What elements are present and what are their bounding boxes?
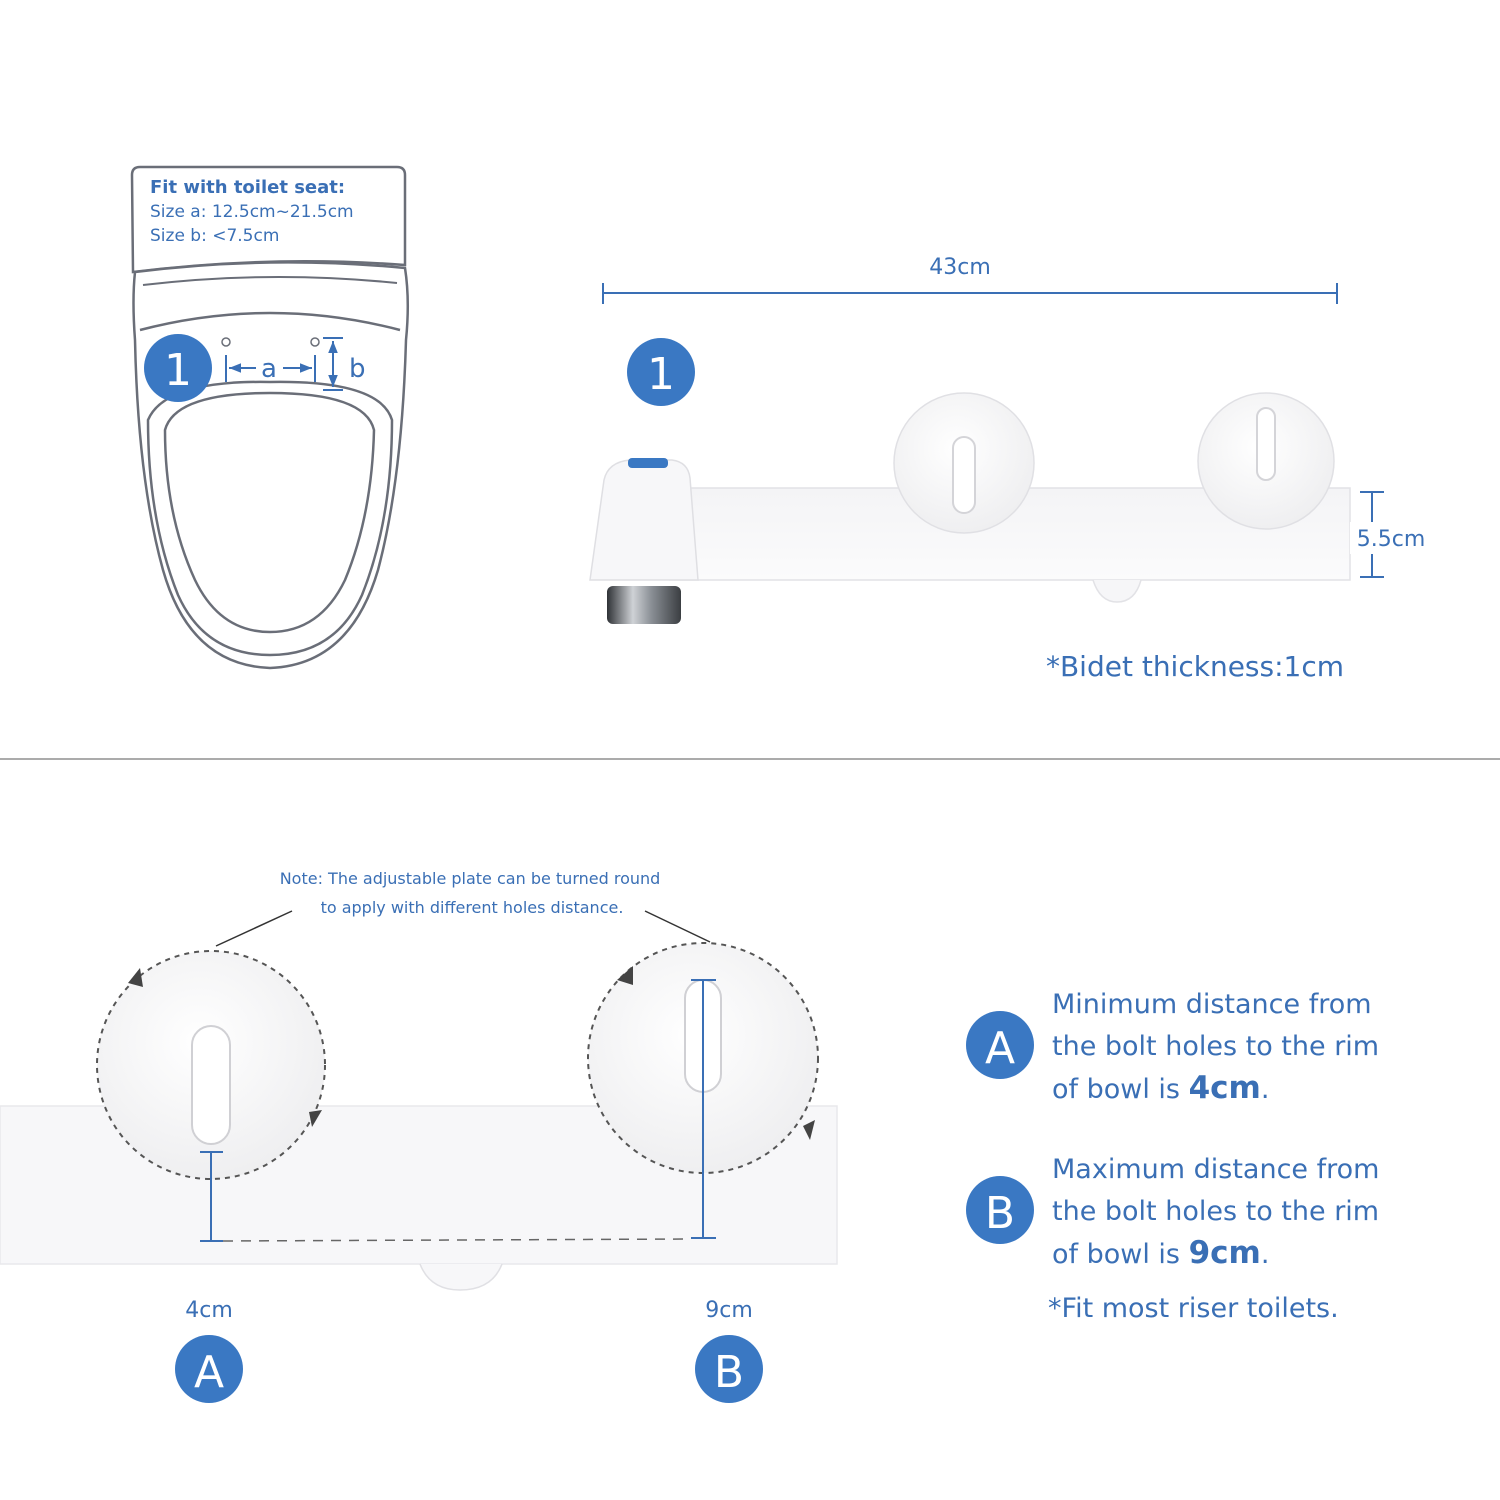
rotate-arrow-b-top bbox=[617, 966, 633, 985]
badge-b-circle bbox=[695, 1335, 763, 1403]
bidet-length-label: 43cm bbox=[929, 255, 991, 280]
badge-b-letter: B bbox=[714, 1347, 744, 1398]
info-b-value: 9cm bbox=[1189, 1235, 1261, 1271]
plate-note-line1: Note: The adjustable plate can be turned… bbox=[280, 869, 661, 888]
bidet-step-badge-circle bbox=[627, 338, 695, 406]
info-badge-a-circle bbox=[966, 1011, 1034, 1079]
bolt-slot-right bbox=[1256, 407, 1276, 481]
measure-a-label: 4cm bbox=[185, 1298, 233, 1323]
plate-note-line2: to apply with different holes distance. bbox=[321, 898, 624, 917]
bolt-hole-left bbox=[221, 337, 231, 347]
plate-detail-bar-tab bbox=[419, 1263, 503, 1291]
fit-note: *Fit most riser toilets. bbox=[1048, 1293, 1339, 1324]
info-b-line2: the bolt holes to the rim bbox=[1052, 1196, 1379, 1227]
bidet-height-label: 5.5cm bbox=[1357, 527, 1426, 552]
rotate-arrow-a-top bbox=[128, 968, 143, 987]
step-badge-circle bbox=[144, 334, 212, 402]
info-badge-b-letter: B bbox=[985, 1188, 1015, 1239]
step-badge-number: 1 bbox=[164, 345, 192, 396]
info-b-line1: Maximum distance from bbox=[1052, 1154, 1379, 1185]
info-badge-b-circle bbox=[966, 1176, 1034, 1244]
bidet-thickness-note: *Bidet thickness:1cm bbox=[1046, 650, 1344, 683]
info-b-line3: of bowl is 9cm. bbox=[1052, 1235, 1269, 1271]
bidet-step-badge-number: 1 bbox=[647, 349, 675, 400]
rotate-arrow-b-bottom bbox=[803, 1120, 815, 1140]
bolt-slot-left bbox=[952, 436, 976, 514]
seat-hinge-line bbox=[142, 275, 398, 286]
seat-card-size-a: Size a: 12.5cm~21.5cm bbox=[150, 202, 354, 222]
seat-ring-outline bbox=[146, 380, 394, 657]
toilet-seat-diagram: Fit with toilet seat: Size a: 12.5cm~21.… bbox=[130, 165, 410, 670]
dimension-b-label: b bbox=[349, 354, 366, 384]
slot-a bbox=[191, 1025, 231, 1145]
info-a-line2: the bolt holes to the rim bbox=[1052, 1031, 1379, 1062]
distance-info: A Minimum distance from the bolt holes t… bbox=[966, 989, 1379, 1324]
note-pointer-right bbox=[644, 910, 711, 943]
measure-b-label: 9cm bbox=[705, 1298, 753, 1323]
info-a-line1: Minimum distance from bbox=[1052, 989, 1372, 1020]
seat-card-size-b: Size b: <7.5cm bbox=[150, 226, 279, 246]
badge-a-letter: A bbox=[194, 1347, 224, 1398]
info-a-value: 4cm bbox=[1189, 1070, 1261, 1106]
water-inlet-fitting bbox=[607, 586, 681, 624]
rotate-arrow-a-bottom bbox=[309, 1110, 322, 1127]
info-badge-a-letter: A bbox=[985, 1023, 1015, 1074]
bidet-control-knob bbox=[628, 458, 668, 468]
bidet-attachment-diagram: 43cm 1 5.5cm *Bidet thickness:1cm bbox=[589, 255, 1430, 683]
info-a-line3: of bowl is 4cm. bbox=[1052, 1070, 1269, 1106]
badge-a-circle bbox=[175, 1335, 243, 1403]
bolt-hole-right bbox=[310, 337, 320, 347]
bidet-bar-tab bbox=[1092, 579, 1142, 603]
seat-ring-top bbox=[139, 311, 401, 332]
note-pointer-left bbox=[215, 910, 293, 947]
plate-detail-diagram: Note: The adjustable plate can be turned… bbox=[0, 869, 838, 1403]
bidet-control-head bbox=[589, 459, 699, 581]
rim-reference-line bbox=[222, 1238, 692, 1242]
dimension-a-label: a bbox=[261, 354, 277, 384]
seat-bowl-opening bbox=[163, 391, 376, 634]
seat-card-title: Fit with toilet seat: bbox=[150, 177, 345, 198]
